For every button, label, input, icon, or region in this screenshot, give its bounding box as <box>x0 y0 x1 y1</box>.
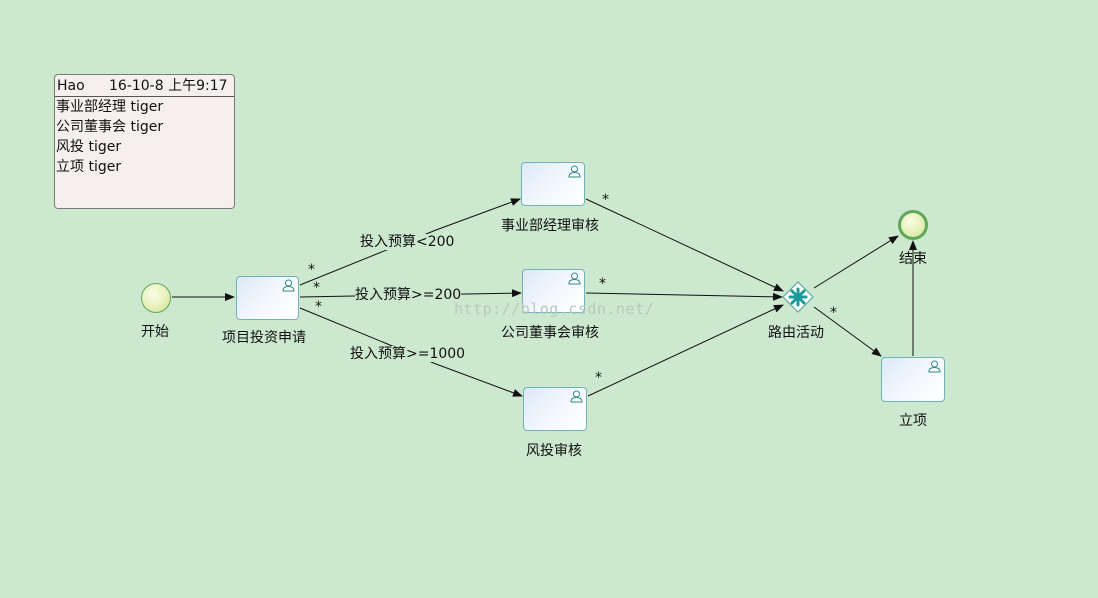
task-project[interactable] <box>881 357 945 402</box>
flow-router-to-end <box>813 235 899 289</box>
task-dept-review-label: 事业部经理审核 <box>501 218 599 234</box>
flow-marker: * <box>595 370 602 386</box>
flow-apply-to-dept <box>299 198 521 286</box>
flow-marker: * <box>308 262 315 278</box>
task-board-review-label: 公司董事会审核 <box>501 325 599 341</box>
user-task-icon <box>568 165 581 178</box>
condition-label-ge1000: 投入预算>=1000 <box>350 346 466 362</box>
task-vc-review-label: 风投审核 <box>526 443 582 459</box>
task-board-review[interactable] <box>522 269 585 313</box>
flow-board-to-router <box>585 292 783 301</box>
flow-dept-to-router <box>585 198 784 292</box>
condition-label-ge200: 投入预算>=200 <box>355 287 462 303</box>
note-header: Hao 16-10-8 上午9:17 <box>55 75 234 97</box>
user-task-icon <box>928 360 941 373</box>
user-task-icon <box>282 279 295 292</box>
user-task-icon <box>570 390 583 403</box>
annotation-note[interactable]: Hao 16-10-8 上午9:17 事业部经理 tiger 公司董事会 tig… <box>54 74 235 209</box>
flow-router-to-project <box>813 306 882 357</box>
watermark: http://blog.csdn.net/ <box>454 300 655 318</box>
user-task-icon <box>568 272 581 285</box>
end-event-label: 结束 <box>899 251 927 267</box>
task-vc-review[interactable] <box>523 387 587 431</box>
router-gateway-label: 路由活动 <box>768 325 824 341</box>
router-gateway[interactable] <box>782 281 814 313</box>
flow-marker: * <box>313 280 320 296</box>
flow-marker: * <box>315 299 322 315</box>
start-event[interactable] <box>141 283 171 313</box>
note-line: 风投 tiger <box>56 139 122 155</box>
note-timestamp: 16-10-8 上午9:17 <box>109 78 228 94</box>
note-line: 立项 tiger <box>56 159 122 175</box>
flow-vc-to-router <box>587 304 784 397</box>
flow-marker: * <box>602 192 609 208</box>
note-line: 公司董事会 tiger <box>56 119 164 135</box>
flow-marker: * <box>830 305 837 321</box>
complex-gateway-icon <box>788 287 808 307</box>
flow-marker: * <box>599 276 606 292</box>
note-user: Hao <box>57 78 85 94</box>
flow-apply-to-vc <box>299 307 523 397</box>
start-event-label: 开始 <box>141 324 169 340</box>
task-dept-review[interactable] <box>521 162 585 206</box>
task-project-label: 立项 <box>899 413 927 429</box>
end-event[interactable] <box>898 210 928 240</box>
task-apply[interactable] <box>236 276 299 320</box>
note-line: 事业部经理 tiger <box>56 99 164 115</box>
task-apply-label: 项目投资申请 <box>222 330 306 346</box>
condition-label-lt200: 投入预算<200 <box>360 234 455 250</box>
